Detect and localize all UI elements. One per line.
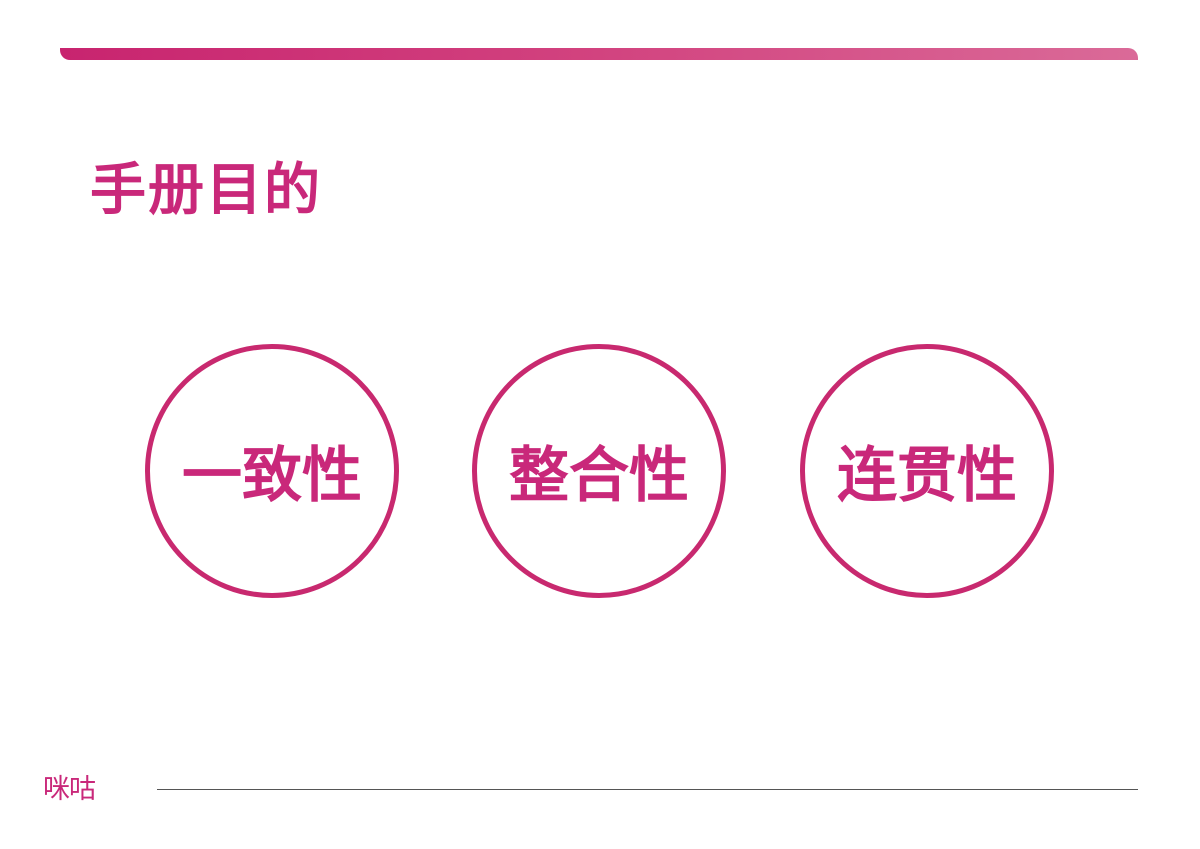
circle-integration: 整合性: [472, 344, 726, 598]
page-title: 手册目的: [90, 158, 322, 223]
circle-consistency: 一致性: [145, 344, 399, 598]
circle-label: 整合性: [509, 440, 689, 511]
circle-coherence: 连贯性: [800, 344, 1054, 598]
brand-logo: 咪咕: [43, 774, 96, 805]
circle-label: 连贯性: [837, 440, 1017, 511]
footer-divider: [157, 789, 1138, 790]
circle-label: 一致性: [182, 440, 362, 511]
top-accent-bar: [60, 48, 1138, 60]
